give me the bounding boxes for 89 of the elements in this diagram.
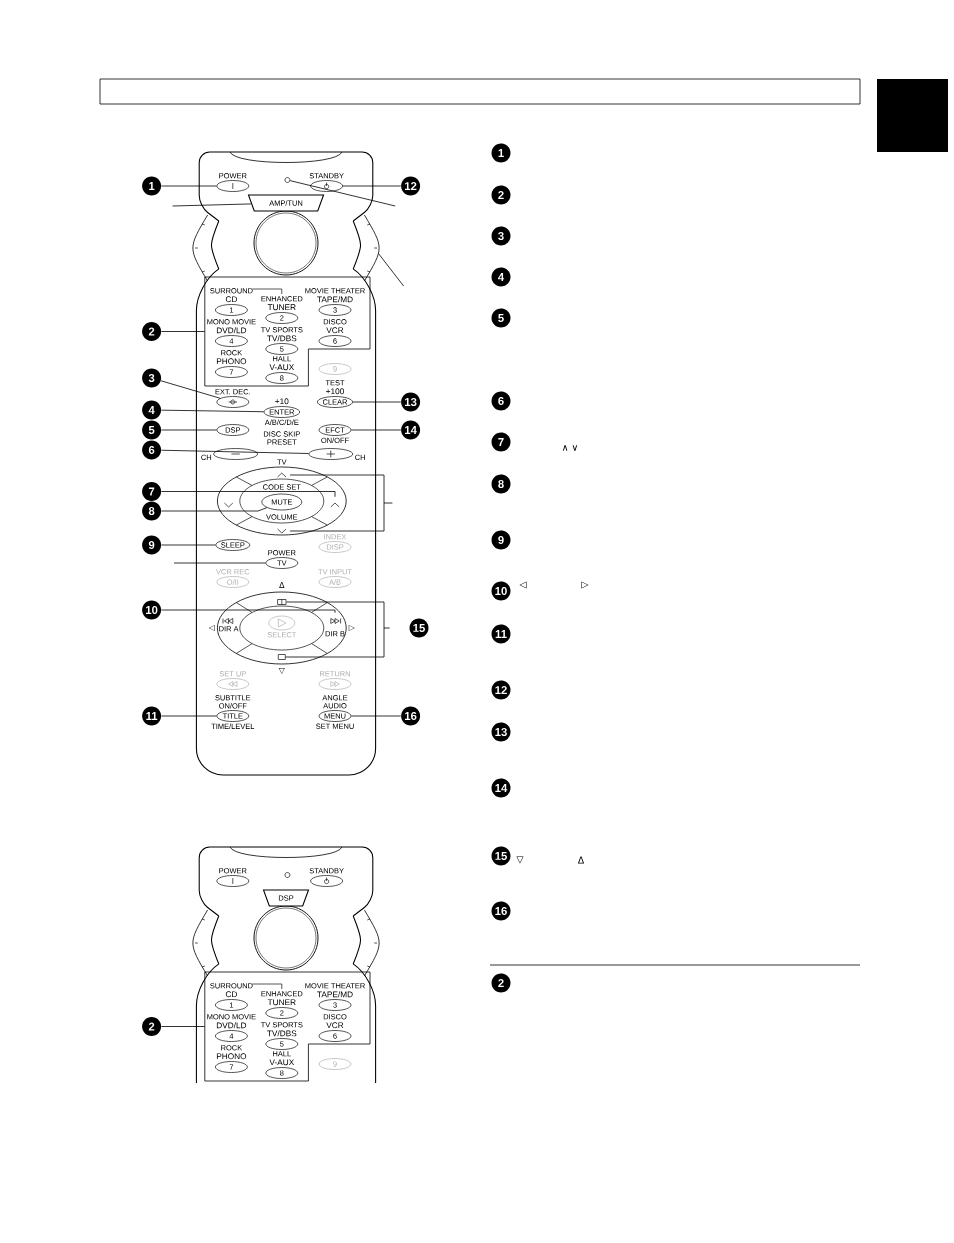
leader-line [160,429,217,431]
button-label: TAPE/MD [317,991,353,998]
callout-number: 2 [491,185,511,205]
button-group-frame [204,276,371,387]
button-label: TUNER [267,304,296,311]
callout-number: 9 [491,530,511,550]
callout-number: 16 [401,706,421,726]
callout-number: 15 [409,618,429,638]
callout-number: 7 [491,432,511,452]
leader-line [160,449,309,454]
arrow-symbol: ▽ [278,667,285,675]
callout-number: 16 [491,901,511,921]
leader-line [160,331,206,332]
arrow-key [330,502,340,508]
callout-number: 4 [142,400,162,420]
arrow-key [277,528,287,534]
leader-line [172,203,252,207]
key-symbol [277,599,287,605]
callout-number: 2 [142,1017,162,1036]
callout-number: 8 [491,474,511,494]
callout-number: 7 [142,482,162,501]
button-label: +100 [326,388,344,395]
callout-number: 12 [401,176,421,196]
leader-line [160,185,217,187]
callout-number: 13 [401,392,421,412]
callout-number: 5 [142,420,162,440]
arrow-key [224,502,234,508]
callout-number: 10 [491,581,511,601]
leader-line [378,253,404,287]
leader-line [289,180,396,207]
button-label: DVD/LD [216,1022,247,1029]
button-label: V-AUX [269,364,295,371]
leader-line [289,474,393,532]
key-symbol [277,654,286,660]
button-label: CD [225,296,237,303]
callout-number: 10 [142,600,162,620]
callout-number: 3 [491,226,511,246]
leader-line [160,715,217,717]
callout-number: 12 [491,680,511,700]
leader-line [350,715,402,717]
button-label: V-AUX [269,1059,295,1066]
leader-line [350,429,402,431]
callout-number: 1 [491,143,511,163]
callout-number: 15 [491,846,511,866]
callout-number: 4 [491,267,511,287]
leader-line [173,562,266,564]
button-label: PHONO [216,358,247,365]
button-label: VCR [326,327,344,334]
arrow-symbol: ∧ ∨ [562,445,578,451]
arrow-key [277,472,287,478]
callout-number: 11 [491,624,511,644]
callout-number: 3 [142,368,162,388]
button-group-frame [204,971,371,1082]
callout-number: 14 [401,420,421,440]
leader-line [160,491,336,498]
button-label: DVD/LD [216,327,247,334]
button-label: TAPE/MD [317,296,353,303]
leader-line [160,1026,206,1027]
callout-number: 1 [142,176,162,196]
leader-line [160,409,264,413]
leader-line [160,507,268,512]
callout-number: 2 [491,973,511,993]
leader-line [160,609,336,614]
button-label: CD [225,991,237,998]
leader-line [160,544,216,546]
button-label: TV/DBS [267,1030,297,1037]
callout-number: 13 [491,722,511,742]
callout-number: 2 [142,322,162,341]
callout-number: 14 [491,778,511,798]
callout-number: 11 [142,706,162,726]
leader-line [160,380,221,399]
arrow-symbol: ◁ [519,581,527,589]
callout-number: 8 [142,501,162,521]
callout-number: 9 [142,535,162,555]
indicator-lamp [284,177,291,183]
jog-rocker [364,214,380,282]
button-label: +10 [275,398,289,405]
arrow-symbol: Δ [577,856,585,864]
button-label: VCR [326,1022,344,1029]
callout-number: 6 [491,391,511,411]
button-label: TUNER [267,999,296,1006]
callout-number: 5 [491,308,511,328]
leader-line [342,185,402,187]
arrow-symbol: ▷ [581,581,589,589]
button-label: TV/DBS [267,335,297,342]
callout-number: 6 [142,440,162,460]
button-label: PHONO [216,1053,247,1060]
leader-line [352,401,402,403]
arrow-symbol: Δ [279,582,285,588]
